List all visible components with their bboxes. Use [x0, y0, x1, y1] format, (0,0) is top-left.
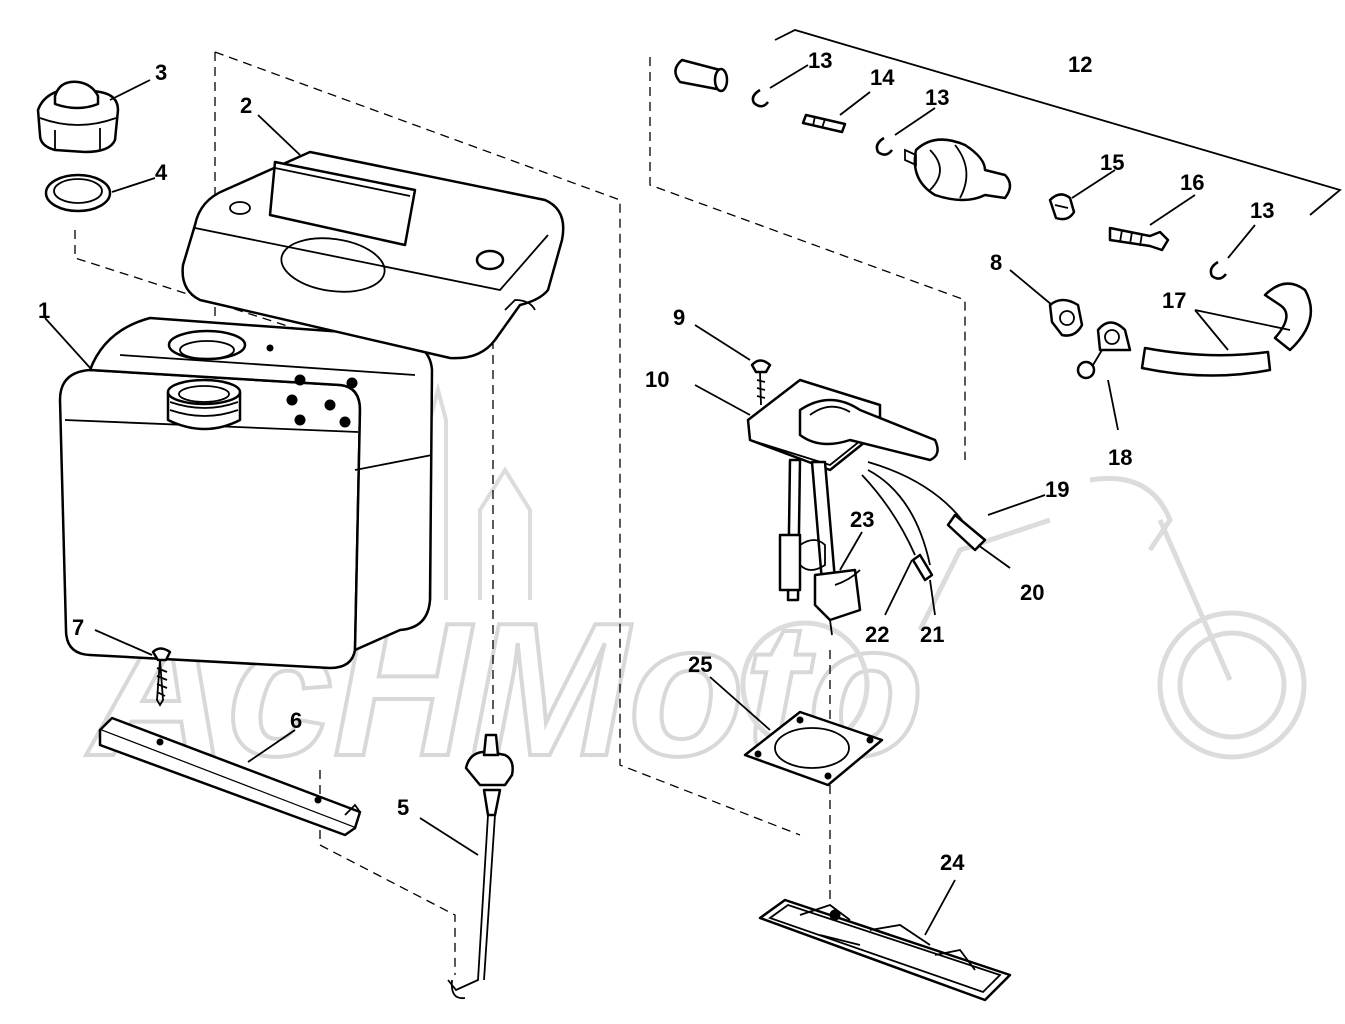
leader-lines — [44, 64, 1256, 936]
callout-25: 25 — [688, 652, 712, 677]
callout-17: 17 — [1162, 288, 1186, 313]
callout-1: 1 — [38, 298, 50, 323]
clamp-15[interactable] — [1048, 193, 1076, 221]
callout-19: 19 — [1045, 477, 1069, 502]
group-brackets — [774, 29, 1342, 351]
callout-13b: 13 — [925, 85, 949, 110]
fuel-gauge[interactable] — [447, 733, 514, 1000]
check-valve-16[interactable] — [1108, 226, 1170, 252]
primer-bulb[interactable] — [904, 138, 1012, 202]
callout-labels: 1 2 3 4 5 6 7 8 9 10 12 13 13 13 14 15 1… — [38, 48, 1274, 875]
fuel-pickup-assembly[interactable] — [746, 378, 939, 636]
callout-2: 2 — [240, 93, 252, 118]
callout-8: 8 — [990, 250, 1002, 275]
callout-12: 12 — [1068, 52, 1092, 77]
callout-4: 4 — [155, 160, 168, 185]
callout-9: 9 — [673, 305, 685, 330]
screw-9[interactable] — [750, 359, 772, 406]
hose-connector-tube[interactable] — [674, 58, 729, 93]
callout-24: 24 — [940, 850, 965, 875]
callout-6: 6 — [290, 708, 302, 733]
fuel-cap[interactable] — [36, 80, 120, 154]
clamp-8[interactable] — [1048, 298, 1084, 337]
screw-7[interactable] — [151, 647, 172, 707]
callout-13c: 13 — [1250, 198, 1274, 223]
decal-plate[interactable] — [758, 898, 1012, 1002]
fuel-tank[interactable] — [58, 316, 434, 670]
mounting-bracket[interactable] — [98, 716, 362, 837]
callout-22: 22 — [865, 622, 889, 647]
hose-clamp-13a[interactable] — [751, 88, 769, 108]
clamp-screw-18[interactable] — [1076, 321, 1132, 380]
hose-clamp-13b[interactable] — [875, 136, 893, 156]
callout-20: 20 — [1020, 580, 1044, 605]
callout-7: 7 — [72, 615, 84, 640]
callout-13a: 13 — [808, 48, 832, 73]
callout-10: 10 — [645, 367, 669, 392]
fitting-14[interactable] — [801, 113, 847, 134]
callout-21: 21 — [920, 622, 944, 647]
hose-pieces-17[interactable] — [1140, 282, 1313, 377]
callout-16: 16 — [1180, 170, 1204, 195]
callout-3: 3 — [155, 60, 167, 85]
hose-clamp-13c[interactable] — [1209, 260, 1227, 280]
callout-18: 18 — [1108, 445, 1132, 470]
callout-15: 15 — [1100, 150, 1124, 175]
fill-gasket[interactable] — [44, 173, 112, 213]
pickup-gasket[interactable] — [743, 710, 884, 787]
callout-5: 5 — [397, 795, 409, 820]
tank-cover[interactable] — [181, 150, 565, 360]
callout-23: 23 — [850, 507, 874, 532]
wire-leads[interactable] — [861, 461, 987, 582]
callout-14: 14 — [870, 65, 895, 90]
